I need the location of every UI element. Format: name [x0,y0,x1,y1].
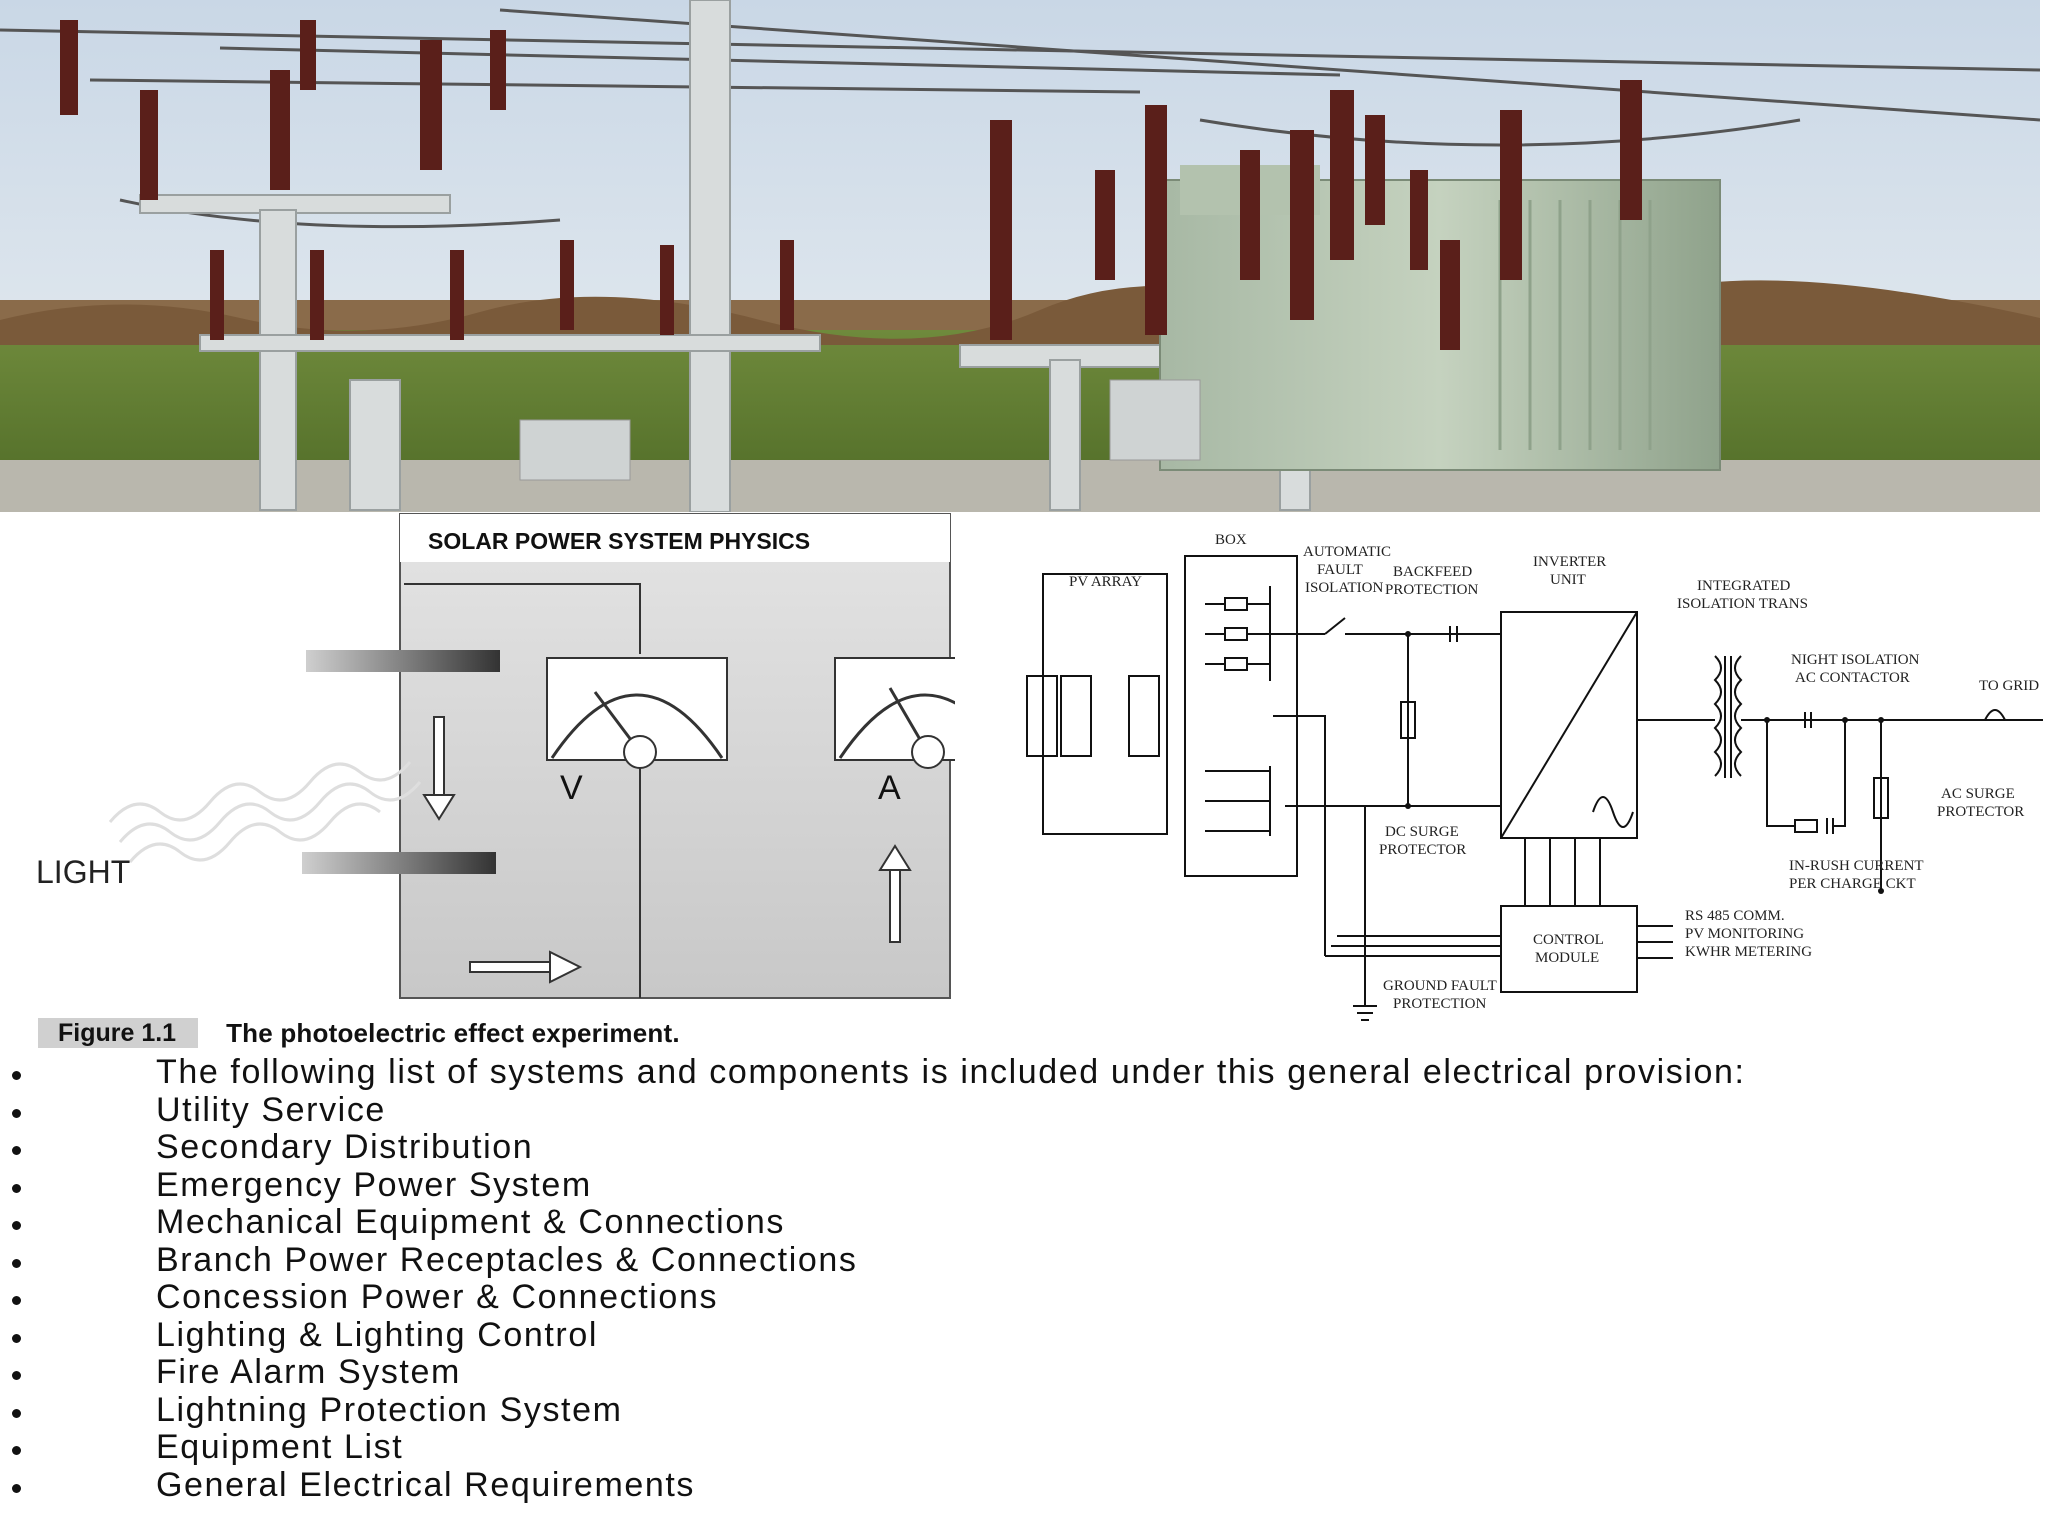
list-item: Mechanical Equipment & Connections [0,1203,2048,1242]
ac-surge-1: AC SURGE [1941,786,2015,802]
figure-caption: Figure 1.1 The photoelectric effect expe… [38,1018,680,1048]
substation-photo [0,0,2040,512]
bottom-plate [302,852,496,874]
ammeter-icon [834,657,955,769]
auto-fault-2: FAULT [1317,562,1363,578]
night-1: NIGHT ISOLATION [1791,652,1920,668]
list-item: Fire Alarm System [0,1353,2048,1392]
inrush-2: PER CHARGE CKT [1789,876,1916,892]
list-item: Lightning Protection System [0,1391,2048,1430]
night-2: AC CONTACTOR [1795,670,1910,686]
voltmeter-icon [546,657,728,769]
to-grid: TO GRID [1979,678,2039,694]
pv-schematic: BOX PV ARRAY AUTOMATIC FAULT ISOLATION B… [1026,532,2043,1021]
ground-fault-2: PROTECTION [1393,996,1487,1012]
control-2: MODULE [1535,950,1599,966]
inverter-2: UNIT [1550,572,1586,588]
integrated-2: ISOLATION TRANS [1677,596,1808,612]
list-item: Equipment List [0,1428,2048,1467]
physics-title: SOLAR POWER SYSTEM PHYSICS [428,528,810,554]
backfeed-1: BACKFEED [1393,564,1472,580]
ground-fault-1: GROUND FAULT [1383,978,1497,994]
list-item: The following list of systems and compon… [0,1053,2048,1092]
auto-fault-3: ISOLATION [1305,580,1383,596]
list-item: General Electrical Requirements [0,1466,2048,1505]
pv-monitoring-label: PV MONITORING [1685,926,1804,942]
list-item: Concession Power & Connections [0,1278,2048,1317]
list-item: Secondary Distribution [0,1128,2048,1167]
ac-surge-2: PROTECTOR [1937,804,2024,820]
dc-surge-1: DC SURGE [1385,824,1459,840]
inrush-1: IN-RUSH CURRENT [1789,858,1924,874]
list-item: Lighting & Lighting Control [0,1316,2048,1355]
dc-surge-2: PROTECTOR [1379,842,1466,858]
box-label: BOX [1215,532,1247,548]
systems-list: The following list of systems and compon… [0,1053,2048,1505]
light-label: LIGHT [36,854,130,890]
photoelectric-figure: SOLAR POWER SYSTEM PHYSICS V A LIGHT [36,513,955,999]
list-item: Utility Service [0,1091,2048,1130]
top-plate [306,650,500,672]
rs485-label: RS 485 COMM. [1685,908,1785,924]
list-item: Emergency Power System [0,1166,2048,1205]
list-item: Branch Power Receptacles & Connections [0,1241,2048,1280]
inverter-1: INVERTER [1533,554,1606,570]
backfeed-2: PROTECTION [1385,582,1479,598]
kwhr-label: KWHR METERING [1685,944,1812,960]
figure-tag: Figure 1.1 [38,1018,199,1048]
caption-text: The photoelectric effect experiment. [226,1017,680,1048]
integrated-1: INTEGRATED [1697,578,1790,594]
pv-array-label: PV ARRAY [1069,574,1142,590]
auto-fault-1: AUTOMATIC [1303,544,1391,560]
ammeter-label: A [878,769,901,807]
voltmeter-label: V [560,769,583,807]
control-1: CONTROL [1533,932,1604,948]
